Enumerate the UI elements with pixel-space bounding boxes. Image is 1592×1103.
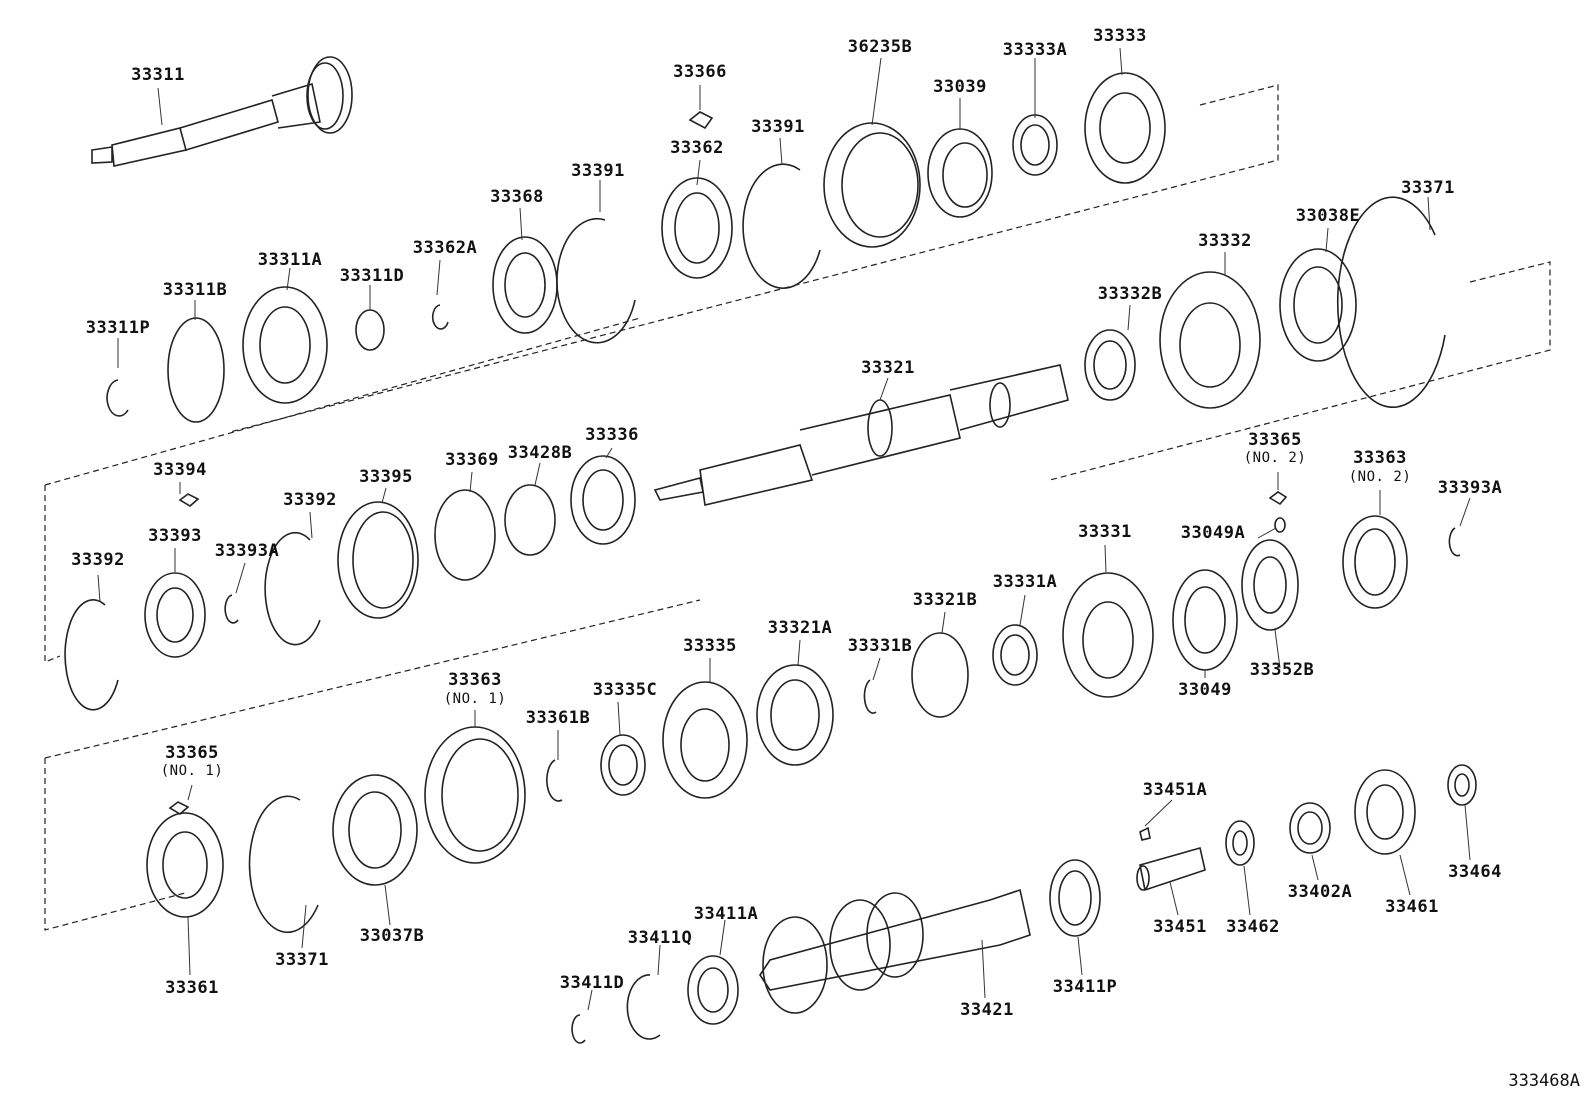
- part-label-33421: 33421: [960, 1000, 1014, 1020]
- part-label-33394: 33394: [153, 460, 207, 480]
- part-label-33039: 33039: [933, 77, 987, 97]
- part-label-33411Q: 33411Q: [627, 928, 693, 948]
- part-label-33451: 33451: [1153, 917, 1207, 937]
- part-label-33335C: 33335C: [592, 680, 658, 700]
- part-label-33331A: 33331A: [992, 572, 1058, 592]
- part-label-33411A: 33411A: [693, 904, 759, 924]
- part-label-33321B: 33321B: [912, 590, 978, 610]
- part-label-33393A-right: 33393A: [1437, 478, 1503, 498]
- countershaft-drawings: [571, 764, 1477, 1044]
- part-label-33049: 33049: [1178, 680, 1232, 700]
- part-label-33311P: 33311P: [85, 318, 151, 338]
- middle-row-drawings: [64, 196, 1446, 711]
- part-label-33391-top: 33391: [751, 117, 805, 137]
- part-label-33464: 33464: [1448, 862, 1502, 882]
- part-label-33395: 33395: [359, 467, 413, 487]
- part-label-33333A: 33333A: [1002, 40, 1068, 60]
- part-label-33451A: 33451A: [1142, 780, 1208, 800]
- part-label-33332: 33332: [1198, 231, 1252, 251]
- part-label-33392-left: 33392: [71, 550, 125, 570]
- part-label-33352B: 33352B: [1249, 660, 1315, 680]
- part-label-33321: 33321: [861, 358, 915, 378]
- part-label-33311D: 33311D: [339, 266, 405, 286]
- part-label-33363-no2: 33363: [1353, 448, 1407, 468]
- part-label-33393: 33393: [148, 526, 202, 546]
- part-label-33365-no1: 33365: [165, 743, 219, 763]
- diagram-reference: 333468A: [1508, 1071, 1580, 1091]
- leader-lines: [97, 47, 1471, 1011]
- part-label-33311B: 33311B: [162, 280, 228, 300]
- part-label-33361: 33361: [165, 978, 219, 998]
- part-label-33336: 33336: [585, 425, 639, 445]
- part-label-33402A: 33402A: [1287, 882, 1353, 902]
- part-label-33363-no1: 33363: [448, 670, 502, 690]
- part-label-33333: 33333: [1093, 26, 1147, 46]
- part-label-33311: 33311: [131, 65, 185, 85]
- part-label-33369: 33369: [445, 450, 499, 470]
- part-label-33366: 33366: [673, 62, 727, 82]
- part-label-33332B: 33332B: [1097, 284, 1163, 304]
- part-label-33331: 33331: [1078, 522, 1132, 542]
- part-note-33365-no1: (NO. 1): [160, 763, 224, 779]
- dashed-group-lower: [44, 599, 701, 931]
- part-label-33362A: 33362A: [412, 238, 478, 258]
- part-label-33361B: 33361B: [525, 708, 591, 728]
- part-label-33411P: 33411P: [1052, 977, 1118, 997]
- part-label-33365-no2: 33365: [1248, 430, 1302, 450]
- part-note-33363-no2: (NO. 2): [1348, 469, 1412, 485]
- part-label-36235B: 36235B: [847, 37, 913, 57]
- part-label-33311A: 33311A: [257, 250, 323, 270]
- main-shaft-drawing: [653, 364, 1069, 506]
- synchro-cluster-drawings: [546, 491, 1461, 802]
- dashed-group-upper: [229, 84, 1279, 433]
- part-label-33371-top: 33371: [1401, 178, 1455, 198]
- part-note-33363-no1: (NO. 1): [443, 691, 507, 707]
- part-label-33371-bottom: 33371: [275, 950, 329, 970]
- part-note-33365-no2: (NO. 2): [1243, 450, 1307, 466]
- part-label-33461: 33461: [1385, 897, 1439, 917]
- top-row-drawings: [106, 72, 1166, 423]
- part-label-33393A-left: 33393A: [214, 541, 280, 561]
- part-label-33392-right: 33392: [283, 490, 337, 510]
- input-shaft-drawing: [91, 56, 353, 167]
- part-label-33428B: 33428B: [507, 443, 573, 463]
- part-label-33038E: 33038E: [1295, 206, 1361, 226]
- part-label-33391-mid: 33391: [571, 161, 625, 181]
- part-label-33049A: 33049A: [1180, 523, 1246, 543]
- part-label-33368: 33368: [490, 187, 544, 207]
- part-label-33411D: 33411D: [559, 973, 625, 993]
- part-label-33462: 33462: [1226, 917, 1280, 937]
- part-label-33335: 33335: [683, 636, 737, 656]
- part-label-33331B: 33331B: [847, 636, 913, 656]
- dashed-group-middle: [44, 261, 1551, 663]
- part-label-33321A: 33321A: [767, 618, 833, 638]
- part-label-33362: 33362: [670, 138, 724, 158]
- part-label-33037B: 33037B: [359, 926, 425, 946]
